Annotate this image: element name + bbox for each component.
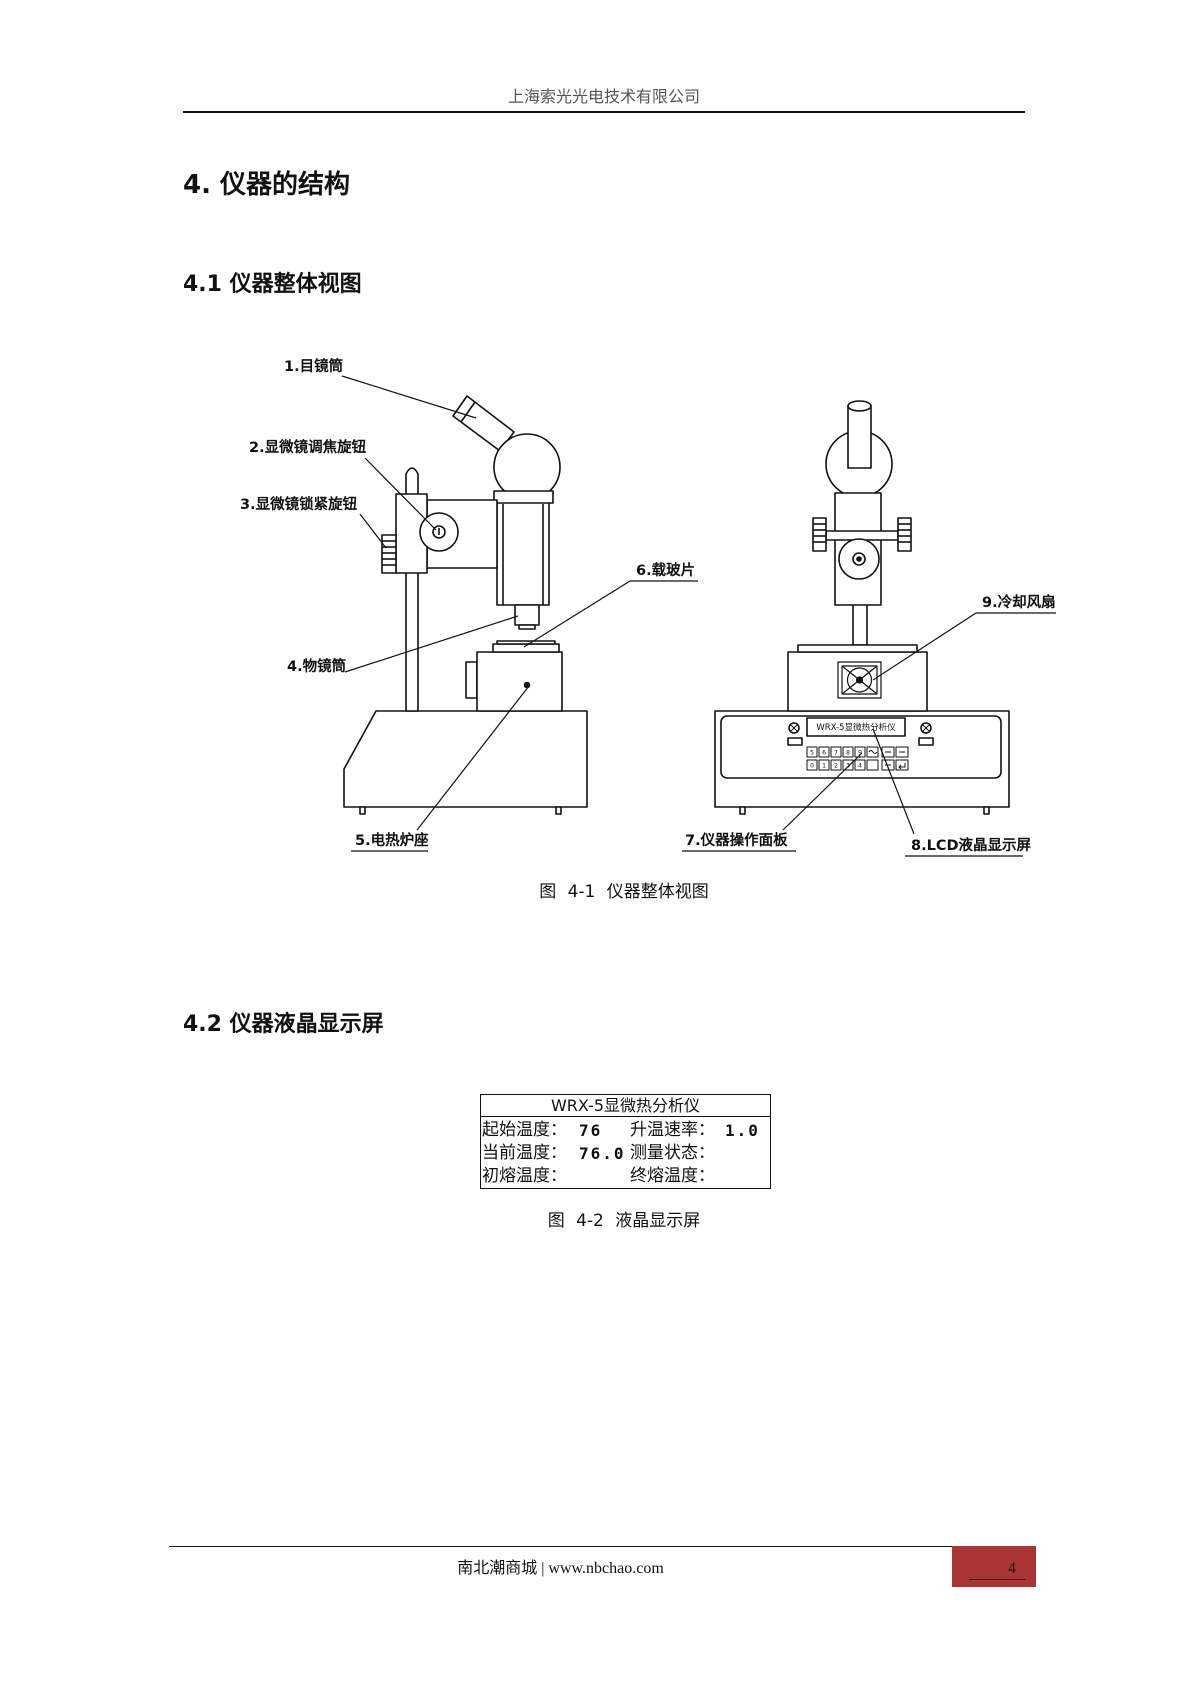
front-knob-left [812,517,827,552]
side-glass-slide [496,640,556,645]
side-objective-lens [518,624,536,630]
leader-slide [523,580,631,648]
lcd-heat-rate-value: 1.0 [725,1121,760,1140]
key-label: 0 [810,763,814,770]
side-tube-collar [493,490,554,504]
page-number-rule [969,1579,1025,1580]
key-label: 3 [846,763,850,770]
label-lcd-screen: 8.LCD液晶显示屏 [911,836,1032,854]
figure-1-caption: 图 4-1 仪器整体视图 [539,882,709,902]
lcd-initial-melt-label: 初熔温度： [482,1166,567,1186]
key-label: 2 [834,763,838,770]
leader-focus-knob [364,457,437,531]
leader-lock-knob [359,513,387,549]
label-heater-base: 5.电热炉座 [355,831,429,849]
side-furnace-body [476,651,563,712]
side-lock-knob [381,534,397,574]
side-view [343,395,588,815]
front-panel-display [806,717,906,737]
key-label: 4 [858,763,862,770]
side-objective-tube [514,604,540,626]
key-label: 6 [822,750,826,757]
subsection-title-overview: 4.1 仪器整体视图 [183,272,362,297]
leader-panel [782,752,863,831]
front-focus-knob-dot [856,556,862,562]
side-microscope-tube [496,499,550,606]
callout-labels: 1.目镜筒 2.显微镜调焦旋钮 3.显微镜锁紧旋钮 4.物镜筒 5.电热炉座 6… [240,357,1056,854]
lcd-row: 初熔温度： 终熔温度： [481,1165,770,1188]
subsection-title-lcd: 4.2 仪器液晶显示屏 [183,1012,384,1037]
footer-rule [169,1546,952,1547]
front-cooling-fan [837,661,882,699]
lcd-row: 当前温度： 76.0 测量状态： [481,1142,770,1165]
side-base-foot-right [555,806,562,815]
label-cooling-fan: 9.冷却风扇 [982,593,1056,611]
enter-key-icon [895,759,909,771]
key-label: 5 [810,750,814,757]
leader-lcd [872,728,915,835]
front-keypad [806,746,909,771]
front-base-foot-left [739,806,746,815]
figure-2-caption: 图 4-2 液晶显示屏 [547,1211,701,1231]
label-focus-knob: 2.显微镜调焦旋钮 [249,438,367,456]
side-eyepiece-rim [460,401,476,423]
front-panel-display-text: WRX-5显微热分析仪 [816,722,896,733]
label-eyepiece-tube: 1.目镜筒 [284,357,343,375]
label-glass-slide: 6.载玻片 [636,561,695,579]
front-panel-right-buttons [918,722,934,746]
front-furnace-top-plate [797,644,918,653]
front-panel-left-buttons [787,722,803,746]
footer-site: 南北潮商城 | www.nbchao.com [457,1560,664,1577]
page-number: 4 [1008,1560,1016,1577]
front-eyepiece-opening [847,400,872,412]
front-view [714,400,1010,815]
lcd-heat-rate-label: 升温速率： [630,1120,715,1140]
lcd-current-temp-label: 当前温度： [482,1143,567,1163]
front-base-foot-right [983,806,990,815]
leader-heater-base [416,685,530,831]
side-furnace-knob [465,661,478,699]
lcd-current-temp-value: 76.0 [579,1144,626,1163]
lcd-final-melt-label: 终熔温度： [630,1166,715,1186]
key-label: 1 [822,763,826,770]
lcd-title: WRX-5显微热分析仪 [481,1095,770,1117]
leader-eyepiece [341,375,477,419]
lcd-row: 起始温度： 76 升温速率： 1.0 [481,1119,770,1142]
section-title: 4. 仪器的结构 [183,170,351,200]
keypad-digit-labels: 5 6 7 8 9 0 1 2 3 4 [810,750,862,770]
label-lock-knob: 3.显微镜锁紧旋钮 [240,495,358,513]
side-eyepiece-tube [452,395,515,452]
lcd-start-temp-label: 起始温度： [482,1120,567,1140]
page-number-box: 4 [952,1546,1036,1587]
front-eyepiece-tube [847,405,872,469]
instrument-overview-figure: WRX-5显微热分析仪 5 6 7 8 9 0 1 2 3 4 1.目镜筒 2.… [240,357,1056,857]
label-operation-panel: 7.仪器操作面板 [685,831,788,849]
header-rule [183,111,1025,113]
running-header: 上海索光光电技术有限公司 [507,89,700,106]
key-label: 9 [858,750,862,757]
side-microscope-head [493,433,561,501]
front-knob-right [897,517,912,552]
side-base-foot-left [359,806,366,815]
leader-lines [341,375,1056,857]
lcd-status-label: 测量状态： [630,1143,715,1163]
lcd-start-temp-value: 76 [579,1121,603,1140]
side-base-housing [343,710,588,808]
leader-fan [872,612,977,681]
key-label: 7 [834,750,838,757]
key-label: 8 [846,750,850,757]
label-objective-tube: 4.物镜筒 [287,657,346,675]
lcd-display: WRX-5显微热分析仪 起始温度： 76 升温速率： 1.0 当前温度： 76.… [480,1094,771,1189]
leader-objective [344,615,519,673]
